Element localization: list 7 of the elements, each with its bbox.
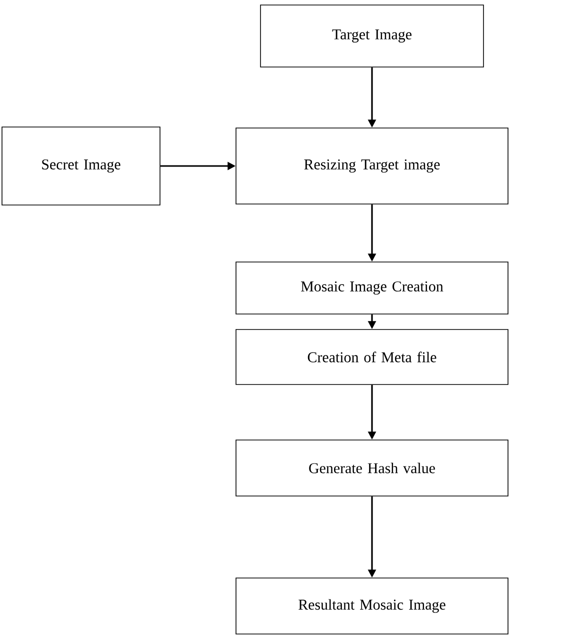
process-box: Resizing Target image xyxy=(236,128,508,204)
process-box: Creation of Meta file xyxy=(236,329,508,385)
process-box: Target Image xyxy=(260,4,484,68)
process-box: Generate Hash value xyxy=(236,440,508,496)
process-box: Resultant Mosaic Image xyxy=(236,578,508,634)
process-box: Secret Image xyxy=(2,126,160,206)
process-box: Mosaic Image Creation xyxy=(236,262,508,314)
